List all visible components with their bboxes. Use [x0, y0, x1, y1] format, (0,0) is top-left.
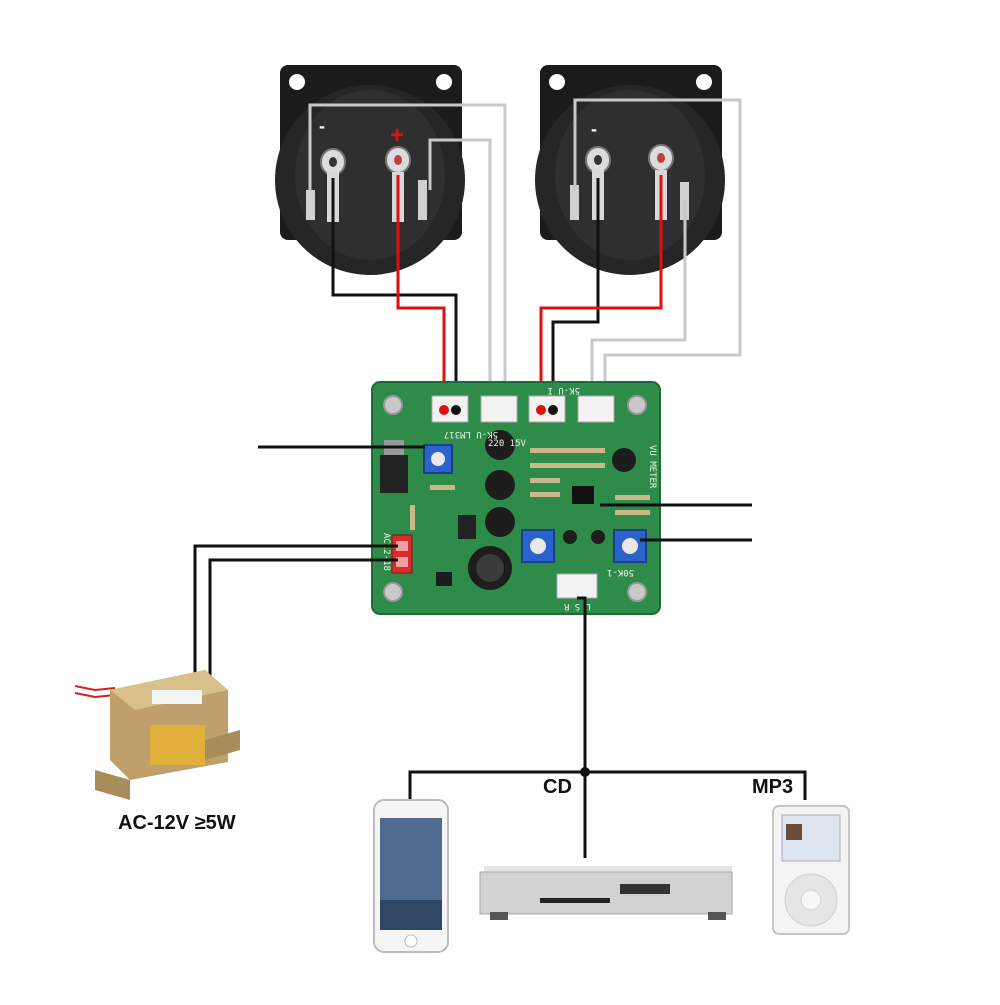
external-wires [193, 445, 807, 858]
cd-player-icon [479, 866, 733, 920]
vu-meter-right [535, 65, 725, 275]
mp3-label: MP3 [752, 776, 794, 798]
silk-header-right: 5K-U I [547, 385, 580, 395]
silk-power-input: AC12-18 [381, 533, 391, 571]
vu-meter-left [275, 65, 465, 275]
silk-header-left: 5K-U LM317 [444, 429, 498, 439]
silk-pot-label: 50K-1 [607, 567, 634, 577]
meter-left-plus-label: + [390, 122, 404, 149]
vu-driver-board: 5K-U LM317 5K-U I AC12-18 VU METER L S R… [371, 381, 661, 615]
silk-cap-value: 220 15V [488, 439, 527, 449]
meter-left-minus-label: - [319, 116, 325, 136]
meter-wires [308, 98, 742, 400]
silk-audio-input: L S R [563, 601, 591, 611]
meter-right-minus-label: - [591, 119, 597, 139]
transformer [74, 670, 240, 800]
silk-meter-title: VU METER [647, 445, 657, 489]
cd-label: CD [543, 776, 572, 798]
transformer-spec-label: AC-12V ≥5W [118, 812, 236, 834]
smartphone-icon [373, 799, 449, 953]
mp3-player-icon [772, 805, 850, 935]
